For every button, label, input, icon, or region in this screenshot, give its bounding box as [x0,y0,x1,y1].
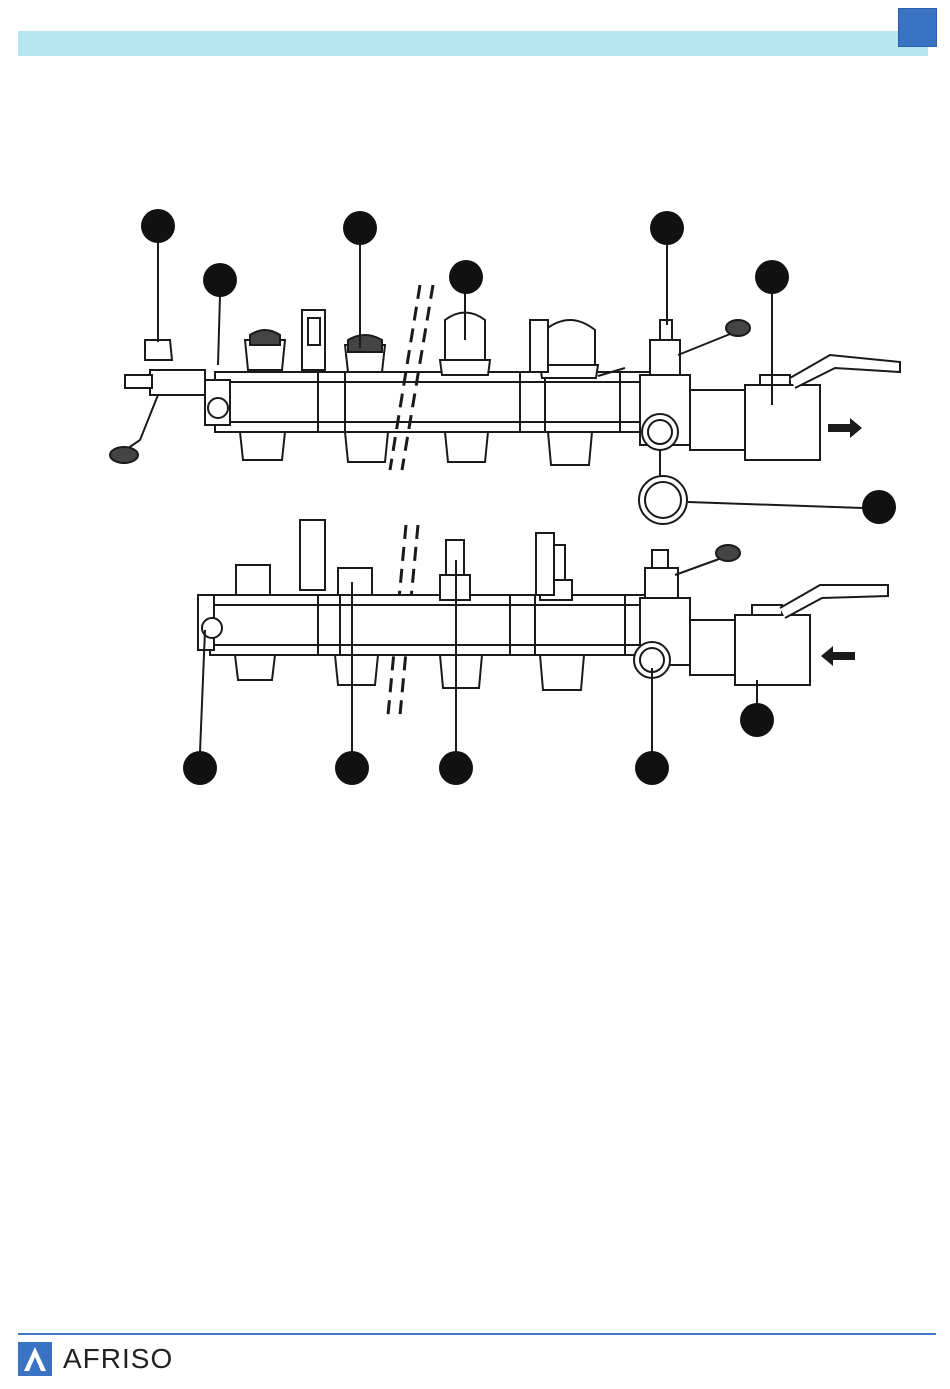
arrow-left-icon [821,646,855,666]
brand-name: AFRISO [63,1343,173,1375]
page-tab [898,8,937,47]
manifold-figure [100,200,910,800]
callout-1 [141,209,175,243]
callout-7 [862,490,896,524]
callout-5 [650,211,684,245]
brand-logo: AFRISO [18,1342,173,1376]
upper-manifold [110,310,900,524]
header-band [18,31,928,56]
arrow-right-icon [828,418,862,438]
callout-8 [740,703,774,737]
footer-rule [18,1333,936,1335]
callout-2 [203,263,237,297]
callout-12 [635,751,669,785]
callout-3 [343,211,377,245]
lower-manifold [198,520,888,690]
afriso-logo-icon [18,1342,52,1376]
callout-4 [449,260,483,294]
callout-10 [335,751,369,785]
callout-11 [439,751,473,785]
callout-9 [183,751,217,785]
callout-6 [755,260,789,294]
